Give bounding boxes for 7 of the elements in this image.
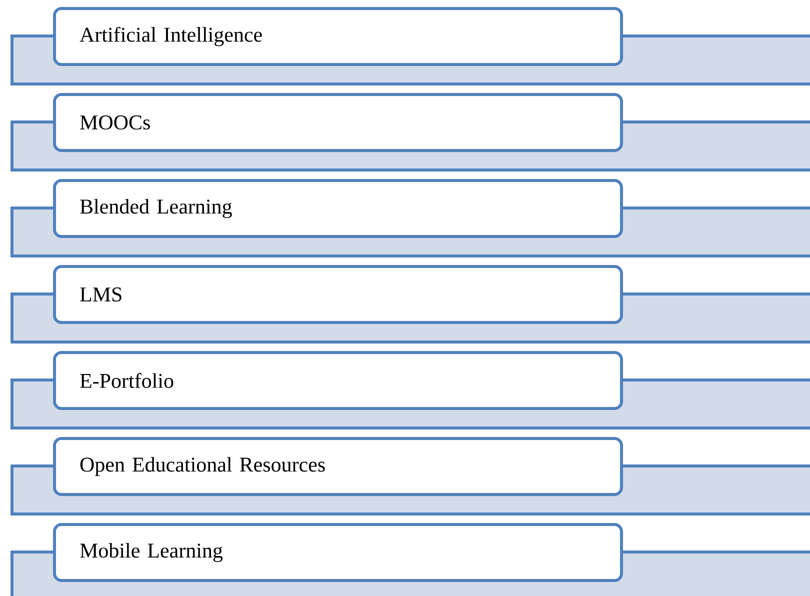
list-item-box: E-Portfolio — [53, 351, 623, 410]
list-item-box: MOOCs — [53, 93, 623, 152]
list-item-box: Blended Learning — [53, 179, 623, 238]
list-item-box: Artificial Intelligence — [53, 7, 623, 66]
list-item-box: Open Educational Resources — [53, 437, 623, 496]
list-item-box: Mobile Learning — [53, 523, 623, 582]
list-item-box: LMS — [53, 265, 623, 324]
